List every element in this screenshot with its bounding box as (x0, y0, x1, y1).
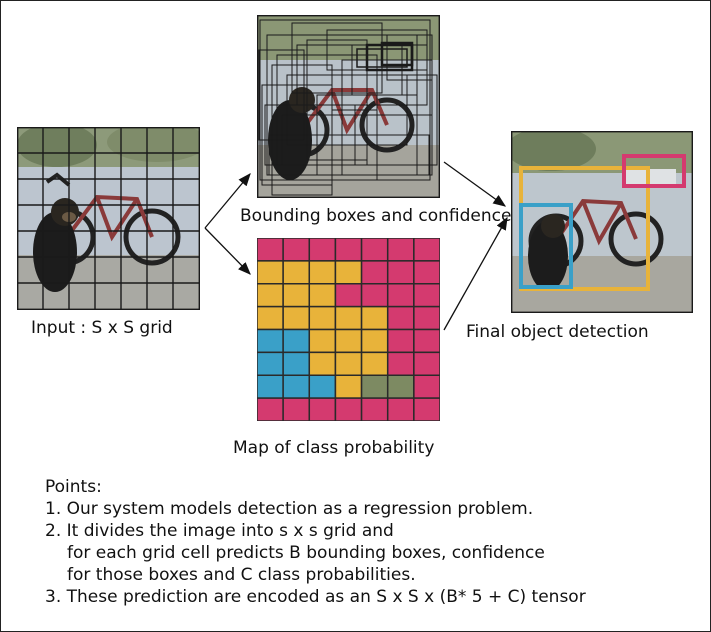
arrow-bounding-to-final (443, 161, 507, 207)
input-grid-image (17, 127, 200, 310)
class-probability-map (257, 238, 440, 421)
bounding-boxes-image (257, 15, 440, 198)
point-2a: 2. It divides the image into s x s grid … (45, 521, 394, 541)
arrow-to-bounding (204, 173, 251, 229)
arrow-classmap-to-final (443, 216, 508, 331)
final-caption: Final object detection (466, 322, 649, 342)
point-2c: for those boxes and C class probabilitie… (67, 565, 416, 585)
final-detection-image (511, 131, 693, 313)
point-3: 3. These prediction are encoded as an S … (45, 587, 586, 607)
points-heading: Points: (45, 477, 102, 497)
points-list: Points: 1. Our system models detection a… (45, 476, 586, 608)
classmap-caption: Map of class probability (233, 438, 435, 458)
arrow-to-classmap (204, 227, 251, 275)
bounding-caption: Bounding boxes and confidence (240, 206, 512, 226)
point-1: 1. Our system models detection as a regr… (45, 499, 534, 519)
point-2b: for each grid cell predicts B bounding b… (67, 543, 545, 563)
class-map-cell (413, 397, 440, 421)
input-caption: Input : S x S grid (31, 318, 173, 338)
